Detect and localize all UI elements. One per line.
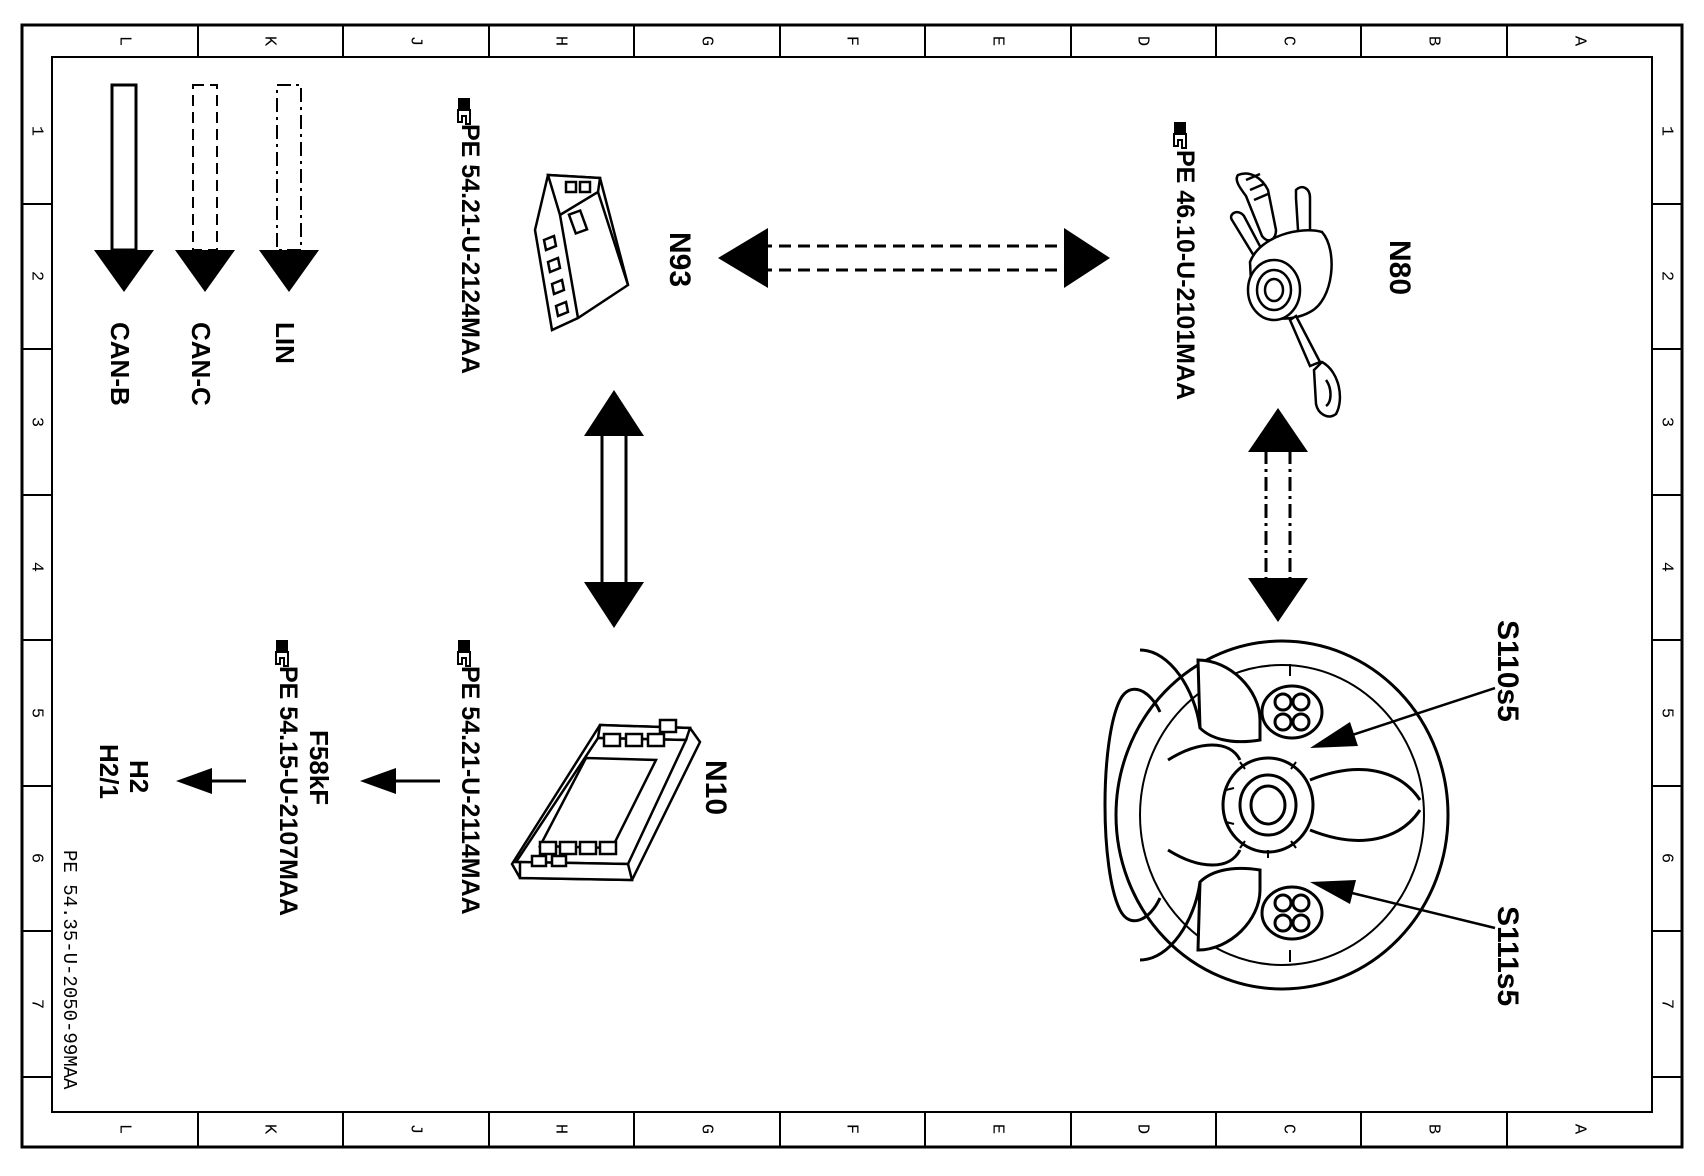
row-number: 2 xyxy=(27,271,46,281)
column-letters-bottom: L K J H G F E D C B A xyxy=(115,1124,1589,1135)
col-letter: H xyxy=(551,1124,570,1134)
col-letter: F xyxy=(842,1124,861,1134)
row-number: 4 xyxy=(1657,562,1676,572)
row-number: 5 xyxy=(27,708,46,718)
n93-label: N93 xyxy=(663,232,696,287)
legend-can-c-label: CAN-C xyxy=(186,322,216,406)
legend: LIN CAN-C CAN-B xyxy=(94,83,319,406)
sam-module-icon xyxy=(510,718,702,882)
inner-border xyxy=(51,56,1653,1113)
col-letter: J xyxy=(406,1124,425,1134)
f58kf-reference: PE 54.15-U-2107MAA xyxy=(274,666,302,916)
col-letter: C xyxy=(1279,1124,1298,1134)
row-number: 1 xyxy=(27,126,46,136)
switch-unit-icon xyxy=(1229,172,1342,418)
n80-group: PE 46.10-U-2101MAA N80 xyxy=(1171,122,1416,418)
s110s5-leader xyxy=(1310,686,1496,748)
f58kf-label: F58kF xyxy=(304,730,334,805)
reference-hand-icon xyxy=(1173,122,1187,149)
row-number: 5 xyxy=(1657,708,1676,718)
n80-reference: PE 46.10-U-2101MAA xyxy=(1171,150,1199,400)
column-letters-top: L K J H G F E D C B A xyxy=(115,36,1589,47)
row-numbers-right: 1 2 3 4 5 6 7 xyxy=(1657,126,1676,1009)
col-letter: B xyxy=(1424,36,1443,46)
col-letter: K xyxy=(260,36,279,47)
h2-label: H2 xyxy=(124,760,154,793)
control-module-icon xyxy=(533,173,630,332)
column-ticks xyxy=(197,25,1508,1147)
f58kf-output-arrow xyxy=(176,768,246,794)
s111s5-leader xyxy=(1310,880,1496,930)
col-letter: A xyxy=(1570,36,1589,47)
s110s5-label: S110s5 xyxy=(1491,620,1524,722)
row-number: 3 xyxy=(27,417,46,427)
col-letter: D xyxy=(1133,1124,1152,1134)
col-letter: L xyxy=(115,36,134,46)
col-letter: H xyxy=(551,36,570,46)
f58kf-group: F58kF PE 54.15-U-2107MAA xyxy=(274,640,334,916)
row-number: 6 xyxy=(27,853,46,863)
legend-lin-arrow xyxy=(259,84,319,292)
h2-group: H2 H2/1 xyxy=(94,744,154,799)
s111s5-label: S111s5 xyxy=(1491,906,1524,1006)
col-letter: K xyxy=(260,1124,279,1135)
col-letter: D xyxy=(1133,36,1152,46)
legend-can-c-arrow xyxy=(175,84,235,292)
n10-output-arrow xyxy=(360,768,440,794)
col-letter: G xyxy=(697,36,716,46)
steering-wheel-icon xyxy=(1103,639,1450,991)
reference-hand-icon xyxy=(457,98,471,125)
col-letter: F xyxy=(842,36,861,46)
row-number: 7 xyxy=(1657,999,1676,1009)
col-letter: C xyxy=(1279,36,1298,46)
h2-1-label: H2/1 xyxy=(94,744,124,799)
can-c-link-n93-n80 xyxy=(718,228,1110,288)
col-letter: E xyxy=(988,36,1007,46)
col-letter: G xyxy=(697,1124,716,1134)
row-number: 7 xyxy=(27,999,46,1009)
legend-can-b-arrow xyxy=(94,83,154,292)
col-letter: A xyxy=(1570,1124,1589,1135)
outer-border xyxy=(20,23,1684,1149)
legend-lin-label: LIN xyxy=(270,322,300,364)
row-number: 4 xyxy=(27,562,46,572)
n10-reference: PE 54.21-U-2114MAA xyxy=(456,666,484,915)
col-letter: L xyxy=(115,1124,134,1134)
n10-label: N10 xyxy=(699,760,732,815)
n80-label: N80 xyxy=(1383,240,1416,295)
row-ticks xyxy=(22,203,1682,1078)
row-number: 1 xyxy=(1657,126,1676,136)
n93-group: PE 54.21-U-2124MAA N93 xyxy=(456,98,696,374)
reference-hand-icon xyxy=(275,640,289,667)
col-letter: B xyxy=(1424,1124,1443,1134)
col-letter: E xyxy=(988,1124,1007,1134)
row-number: 6 xyxy=(1657,853,1676,863)
col-letter: J xyxy=(406,36,425,46)
row-numbers-left: 1 2 3 4 5 6 7 xyxy=(27,126,46,1009)
can-b-link-n93-n10 xyxy=(584,390,644,628)
legend-can-b-label: CAN-B xyxy=(105,322,135,406)
doc-code: PE 54.35-U-2050-99MAA xyxy=(58,850,80,1090)
lin-link-n80-wheel xyxy=(1248,408,1308,622)
row-number: 2 xyxy=(1657,271,1676,281)
reference-hand-icon xyxy=(457,640,471,667)
n93-reference: PE 54.21-U-2124MAA xyxy=(456,124,484,374)
n10-group: PE 54.21-U-2114MAA N10 xyxy=(456,640,732,915)
row-number: 3 xyxy=(1657,417,1676,427)
